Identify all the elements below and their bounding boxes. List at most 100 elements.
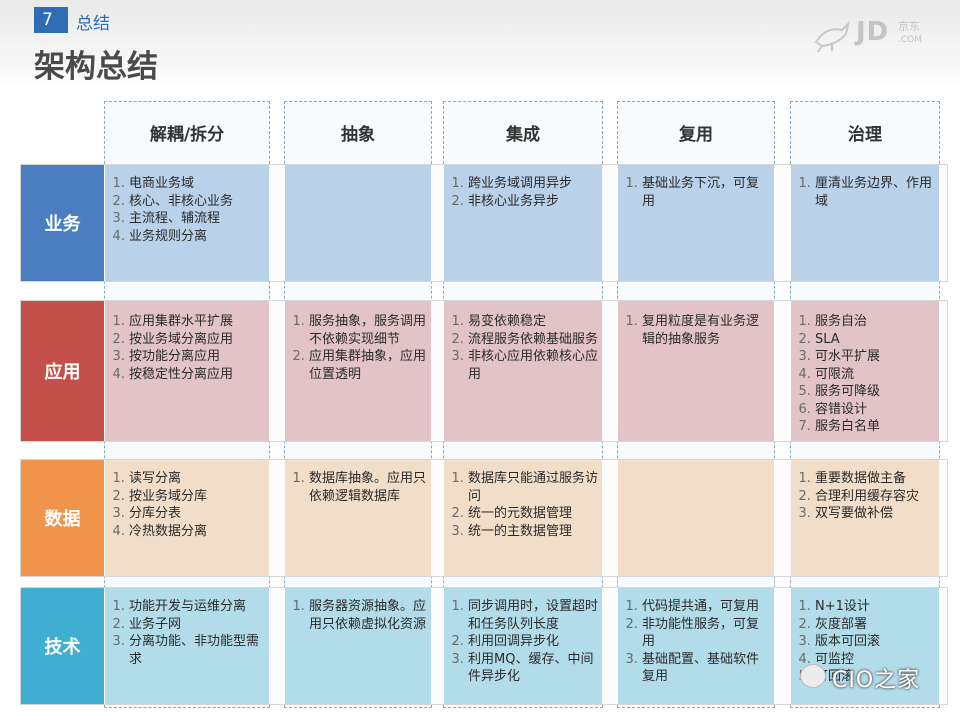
cell-list: 厘清业务边界、作用域 <box>797 175 935 210</box>
table-cell: 跨业务域调用异步非核心业务异步 <box>444 165 602 281</box>
jd-logo: JD 京东 .COM <box>812 14 932 54</box>
row-label: 业务 <box>21 165 104 281</box>
list-item: 服务抽象，服务调用不依赖实现细节 <box>309 313 427 348</box>
table-cell: 功能开发与运维分离业务子网分离功能、非功能型需求 <box>105 588 269 704</box>
list-item: 流程服务依赖基础服务 <box>468 331 598 349</box>
cell-list: 电商业务域核心、非核心业务主流程、辅流程业务规则分离 <box>111 175 265 245</box>
list-item: 按业务域分离应用 <box>129 331 265 349</box>
list-item: 非功能性服务，可复用 <box>642 616 770 651</box>
page-title: 架构总结 <box>34 49 158 85</box>
table-cell <box>285 165 431 281</box>
section-number: 7 <box>34 7 68 33</box>
table-cell: 读写分离按业务域分库分库分表冷热数据分离 <box>105 460 269 576</box>
list-item: 跨业务域调用异步 <box>468 175 598 193</box>
list-item: 基础业务下沉，可复用 <box>642 175 770 210</box>
list-item: 服务自治 <box>815 313 935 331</box>
table-cell: 复用粒度是有业务逻辑的抽象服务 <box>618 301 774 441</box>
wechat-icon <box>800 664 826 688</box>
table-cell: 重要数据做主备合理利用缓存容灾双写要做补偿 <box>791 460 939 576</box>
cell-list: 易变依赖稳定流程服务依赖基础服务非核心应用依赖核心应用 <box>450 313 598 383</box>
list-item: N+1设计 <box>815 598 935 616</box>
table-cell: 数据库抽象。应用只依赖逻辑数据库 <box>285 460 431 576</box>
column-header: 抽象 <box>341 124 375 145</box>
table-cell: 数据库只能通过服务访问统一的元数据管理统一的主数据管理 <box>444 460 602 576</box>
cell-list: 数据库抽象。应用只依赖逻辑数据库 <box>291 470 427 505</box>
list-item: 服务器资源抽象。应用只依赖虚拟化资源 <box>309 598 427 633</box>
list-item: 可监控 <box>815 651 935 669</box>
table-cell: 应用集群水平扩展按业务域分离应用按功能分离应用按稳定性分离应用 <box>105 301 269 441</box>
list-item: 利用MQ、缓存、中间件异步化 <box>468 651 598 686</box>
list-item: 重要数据做主备 <box>815 470 935 488</box>
cell-list: 代码提共通，可复用非功能性服务，可复用基础配置、基础软件复用 <box>624 598 770 686</box>
cell-list: 复用粒度是有业务逻辑的抽象服务 <box>624 313 770 348</box>
list-item: 业务子网 <box>129 616 265 634</box>
cell-list: 跨业务域调用异步非核心业务异步 <box>450 175 598 210</box>
list-item: 应用集群抽象，应用位置透明 <box>309 348 427 383</box>
list-item: 非核心应用依赖核心应用 <box>468 348 598 383</box>
logo-domain: .COM <box>898 35 922 45</box>
list-item: 代码提共通，可复用 <box>642 598 770 616</box>
list-item: 同步调用时，设置超时和任务队列长度 <box>468 598 598 633</box>
table-cell: 服务自治SLA可水平扩展可限流服务可降级容错设计服务白名单 <box>791 301 939 441</box>
column-header: 集成 <box>506 124 540 145</box>
table-cell: 服务器资源抽象。应用只依赖虚拟化资源 <box>285 588 431 704</box>
cell-list: 重要数据做主备合理利用缓存容灾双写要做补偿 <box>797 470 935 523</box>
list-item: 基础配置、基础软件复用 <box>642 651 770 686</box>
table-cell: 服务抽象，服务调用不依赖实现细节应用集群抽象，应用位置透明 <box>285 301 431 441</box>
list-item: 服务可降级 <box>815 383 935 401</box>
list-item: 统一的主数据管理 <box>468 523 598 541</box>
cell-list: 同步调用时，设置超时和任务队列长度利用回调异步化利用MQ、缓存、中间件异步化 <box>450 598 598 686</box>
column-header: 复用 <box>679 124 713 145</box>
list-item: 利用回调异步化 <box>468 633 598 651</box>
list-item: 可限流 <box>815 366 935 384</box>
list-item: 合理利用缓存容灾 <box>815 488 935 506</box>
cell-list: 读写分离按业务域分库分库分表冷热数据分离 <box>111 470 265 540</box>
list-item: 可水平扩展 <box>815 348 935 366</box>
list-item: 冷热数据分离 <box>129 523 265 541</box>
cell-list: 服务抽象，服务调用不依赖实现细节应用集群抽象，应用位置透明 <box>291 313 427 383</box>
list-item: 按功能分离应用 <box>129 348 265 366</box>
slide-header: 7 总结 架构总结 JD 京东 .COM <box>0 0 960 90</box>
list-item: 非核心业务异步 <box>468 193 598 211</box>
list-item: 读写分离 <box>129 470 265 488</box>
table-cell: 易变依赖稳定流程服务依赖基础服务非核心应用依赖核心应用 <box>444 301 602 441</box>
cell-list: 功能开发与运维分离业务子网分离功能、非功能型需求 <box>111 598 265 668</box>
list-item: 分库分表 <box>129 505 265 523</box>
cell-list: N+1设计灰度部署版本可回滚可监控可回滚 <box>797 598 935 686</box>
list-item: 统一的元数据管理 <box>468 505 598 523</box>
section-label: 总结 <box>76 14 110 34</box>
list-item: 主流程、辅流程 <box>129 210 265 228</box>
row-label: 数据 <box>21 460 104 576</box>
watermark-text: CIO之家 <box>832 668 921 693</box>
list-item: 复用粒度是有业务逻辑的抽象服务 <box>642 313 770 348</box>
list-item: 服务白名单 <box>815 418 935 436</box>
list-item: 数据库抽象。应用只依赖逻辑数据库 <box>309 470 427 505</box>
list-item: 双写要做补偿 <box>815 505 935 523</box>
logo-brand: JD <box>856 17 890 47</box>
cell-list: 应用集群水平扩展按业务域分离应用按功能分离应用按稳定性分离应用 <box>111 313 265 383</box>
list-item: 应用集群水平扩展 <box>129 313 265 331</box>
jd-dog-icon <box>814 20 850 52</box>
table-cell: 电商业务域核心、非核心业务主流程、辅流程业务规则分离 <box>105 165 269 281</box>
list-item: 分离功能、非功能型需求 <box>129 633 265 668</box>
column-header: 治理 <box>848 124 882 145</box>
column-header: 解耦/拆分 <box>149 124 225 145</box>
watermark: CIO之家 <box>790 660 940 696</box>
list-item: 按业务域分库 <box>129 488 265 506</box>
table-cell: 厘清业务边界、作用域 <box>791 165 939 281</box>
list-item: 容错设计 <box>815 401 935 419</box>
list-item: 业务规则分离 <box>129 228 265 246</box>
table-cell: 代码提共通，可复用非功能性服务，可复用基础配置、基础软件复用 <box>618 588 774 704</box>
logo-cn-text: 京东 <box>898 20 920 33</box>
list-item: 按稳定性分离应用 <box>129 366 265 384</box>
row-label: 应用 <box>21 301 104 441</box>
list-item: 功能开发与运维分离 <box>129 598 265 616</box>
cell-list: 服务自治SLA可水平扩展可限流服务可降级容错设计服务白名单 <box>797 313 935 436</box>
list-item: 核心、非核心业务 <box>129 193 265 211</box>
list-item: 电商业务域 <box>129 175 265 193</box>
list-item: 数据库只能通过服务访问 <box>468 470 598 505</box>
table-cell: 基础业务下沉，可复用 <box>618 165 774 281</box>
list-item: 灰度部署 <box>815 616 935 634</box>
table-cell <box>618 460 774 576</box>
row-label: 技术 <box>21 588 104 704</box>
